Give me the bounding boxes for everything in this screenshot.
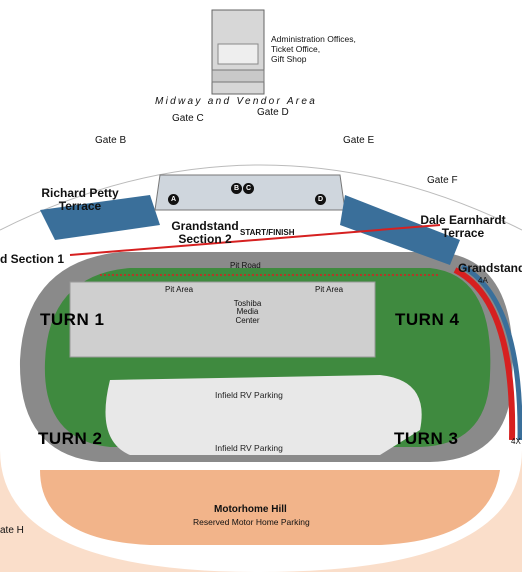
motorhome-hill-label[interactable]: Motorhome Hill xyxy=(214,504,287,515)
admin-label: Administration Offices, Ticket Office, G… xyxy=(271,34,356,65)
motorhome-hill-fade xyxy=(0,450,522,572)
marker-a: A xyxy=(168,194,179,205)
infield-rv-lot xyxy=(105,375,422,455)
admin-line-1: Administration Offices, xyxy=(271,34,356,44)
turn-4-label: TURN 4 xyxy=(395,310,460,329)
gate-h[interactable]: ate H xyxy=(0,525,24,536)
admin-building-lower xyxy=(211,69,265,83)
marker-d: D xyxy=(315,194,326,205)
gate-d[interactable]: Gate D xyxy=(257,107,289,118)
pit-road-label: Pit Road xyxy=(230,261,261,270)
section-4x-code: 4X xyxy=(511,437,521,446)
marker-b: B xyxy=(231,183,242,194)
gate-b[interactable]: Gate B xyxy=(95,135,127,146)
section-richard-petty[interactable]: Richard Petty Terrace xyxy=(41,186,119,213)
midway-label: Midway and Vendor Area xyxy=(155,96,318,107)
start-finish-label: START/FINISH xyxy=(240,228,295,237)
wall-stripe-red xyxy=(453,267,516,441)
marker-c: C xyxy=(243,183,254,194)
section-grandstand-1[interactable]: d Section 1 xyxy=(0,252,65,266)
admin-line-2: Ticket Office, xyxy=(271,44,321,55)
media-center-label[interactable]: Toshiba Media Center xyxy=(233,299,262,325)
admin-line-3: Gift Shop xyxy=(271,54,307,65)
infield-lower-label[interactable]: Infield RV Parking xyxy=(215,443,283,453)
gate-f[interactable]: Gate F xyxy=(427,175,458,186)
pit-area-lot xyxy=(69,281,376,358)
pit-area-right-label: Pit Area xyxy=(315,285,344,294)
infield-upper-label[interactable]: Infield RV Parking xyxy=(215,390,283,400)
turn-1-label: TURN 1 xyxy=(40,310,105,329)
turn-2-label: TURN 2 xyxy=(38,429,103,448)
wall-stripe-blue xyxy=(460,263,522,441)
section-4a-code: 4A xyxy=(478,276,488,285)
pit-area-left-label: Pit Area xyxy=(165,285,194,294)
section-grandstand-2[interactable]: Grandstand Section 2 xyxy=(171,219,239,246)
outer-boundary-arc xyxy=(0,164,522,231)
stands-turn4 xyxy=(340,195,460,265)
admin-building-window xyxy=(217,43,259,65)
turn-3-label: TURN 3 xyxy=(394,429,459,448)
gate-e[interactable]: Gate E xyxy=(343,135,375,146)
section-grandstand-4[interactable]: Grandstand xyxy=(458,261,522,275)
section-dale-earnhardt[interactable]: Dale Earnhardt Terrace xyxy=(420,213,506,240)
motorhome-hill-area xyxy=(40,470,500,545)
frontstretch-line xyxy=(69,224,441,256)
reserved-parking-label: Reserved Motor Home Parking xyxy=(193,517,310,527)
gate-c[interactable]: Gate C xyxy=(172,113,204,124)
stands-turn1 xyxy=(40,195,160,240)
